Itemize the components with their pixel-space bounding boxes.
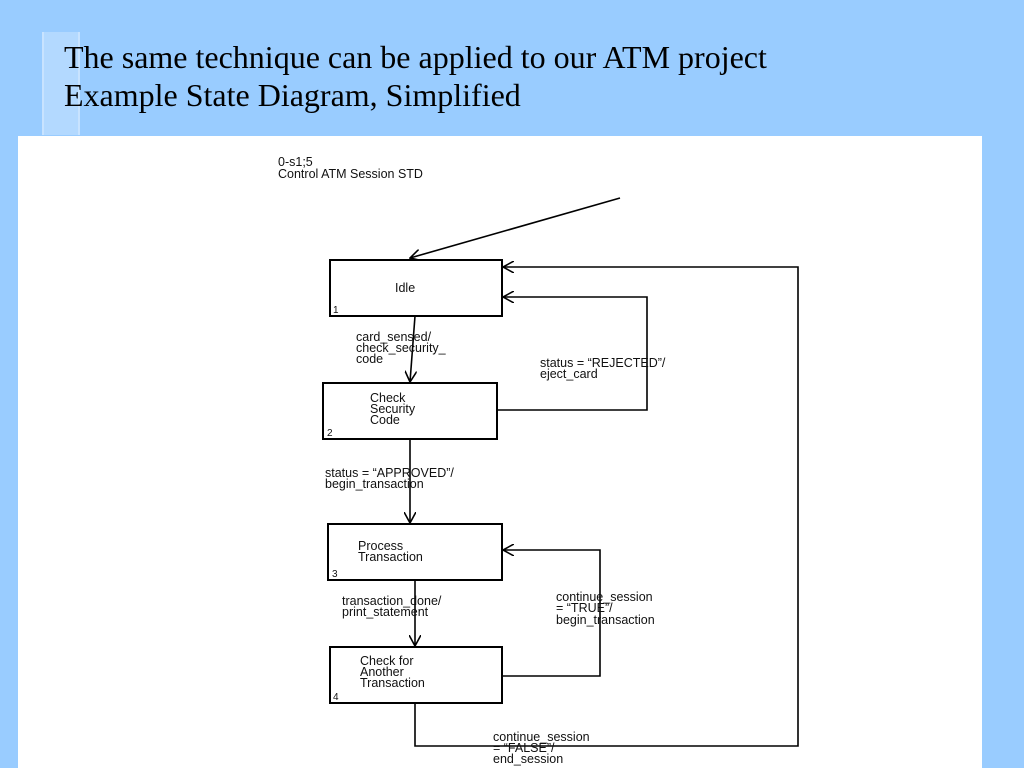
state-check-security-code-line-2: Security	[370, 402, 416, 416]
transition-continue-true-line-1: continue_session	[556, 590, 653, 604]
transition-continue-true-line-2: = “TRUE”/	[556, 601, 613, 615]
state-idle: Idle 1	[329, 259, 503, 317]
transition-continue-false-line-2: = “FALSE”/	[493, 741, 555, 755]
slide-title: The same technique can be applied to our…	[64, 38, 767, 114]
svg-text:Idle: Idle	[395, 281, 415, 295]
state-check-another-transaction-line-1: Check for	[360, 654, 414, 668]
diagram-header: 0-s1;5 Control ATM Session STD	[278, 155, 423, 181]
state-idle-number: 1	[333, 305, 339, 316]
initial-transition-arrow	[410, 197, 621, 258]
transition-continue-true-line-3: begin_transaction	[556, 613, 655, 627]
transition-done-line-2: print_statement	[342, 605, 429, 619]
state-check-another-transaction-line-3: Transaction	[360, 676, 425, 690]
transition-continue-false-line-1: continue_session	[493, 730, 590, 744]
transition-continue-false-label: continue_session = “FALSE”/ end_session	[493, 730, 593, 766]
title-line-1: The same technique can be applied to our…	[64, 39, 767, 75]
transition-rejected-arrow	[497, 297, 648, 411]
diagram-header-line-1: 0-s1;5	[278, 155, 313, 169]
transition-approved-line-1: status = “APPROVED”/	[325, 466, 454, 480]
transition-card-sensed-label: card_sensed/ check_security_ code	[356, 330, 449, 366]
transition-card-sensed-arrow	[410, 315, 415, 382]
state-check-another-transaction-number: 4	[333, 692, 339, 703]
title-line-2: Example State Diagram, Simplified	[64, 77, 521, 113]
svg-text:Process Transaction: Process Transaction	[358, 539, 423, 564]
transition-rejected-line-1: status = “REJECTED”/	[540, 356, 666, 370]
transition-card-sensed-line-1: card_sensed/	[356, 330, 432, 344]
state-process-transaction-number: 3	[332, 569, 338, 580]
state-check-security-code-line-1: Check	[370, 391, 406, 405]
svg-text:Check for Another: Check for Another Transaction	[360, 654, 425, 690]
slide-accent-bar	[42, 32, 80, 135]
transition-continue-true-arrow	[502, 550, 601, 677]
state-check-security-code-line-3: Code	[370, 413, 400, 427]
transition-rejected-label: status = “REJECTED”/ eject_card	[540, 356, 669, 381]
svg-text:Check Security Cod: Check Security Code	[370, 391, 419, 427]
transition-continue-false-arrow	[414, 267, 799, 747]
diagram-header-line-2: Control ATM Session STD	[278, 167, 423, 181]
transition-approved-line-2: begin_transaction	[325, 477, 424, 491]
state-process-transaction-line-1: Process	[358, 539, 403, 553]
state-check-another-transaction-line-2: Another	[360, 665, 404, 679]
transition-card-sensed-line-3: code	[356, 352, 383, 366]
state-check-another-transaction: Check for Another Transaction 4	[329, 646, 503, 704]
transition-continue-true-label: continue_session = “TRUE”/ begin_transac…	[556, 590, 656, 627]
transition-rejected-line-2: eject_card	[540, 367, 598, 381]
transition-approved-label: status = “APPROVED”/ begin_transaction	[325, 466, 457, 491]
state-idle-label: Idle	[395, 281, 415, 295]
state-check-security-code-number: 2	[327, 428, 333, 439]
state-process-transaction: Process Transaction 3	[327, 523, 503, 581]
state-check-security-code: Check Security Code 2	[322, 382, 498, 440]
transition-done-line-1: transaction_done/	[342, 594, 442, 608]
transition-continue-false-line-3: end_session	[493, 752, 563, 766]
state-process-transaction-line-2: Transaction	[358, 550, 423, 564]
transition-card-sensed-line-2: check_security_	[356, 341, 447, 355]
transition-done-label: transaction_done/ print_statement	[342, 594, 445, 619]
